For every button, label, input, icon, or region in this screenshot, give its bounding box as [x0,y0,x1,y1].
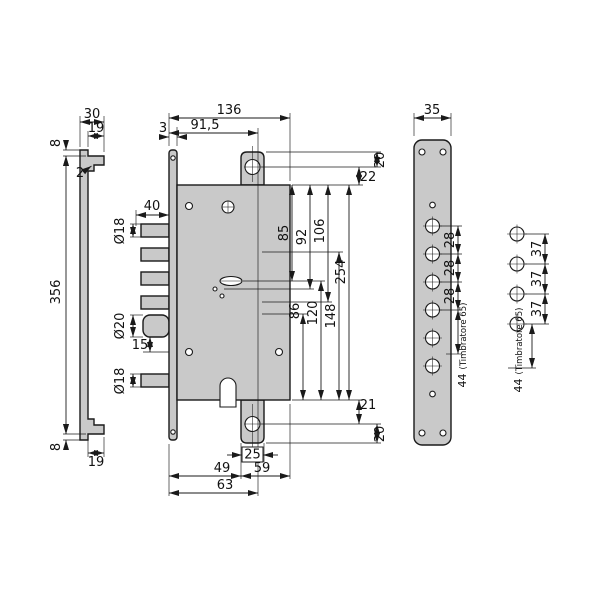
dim-tab-width-25: 25 [244,448,261,463]
dim-bolt-dia-bottom: Ø18 [113,368,128,395]
latch-pin [142,314,170,338]
case-screw-hole-bottom-left [184,347,194,357]
dim-15: 15 [132,338,149,353]
plate-screw-hole-br [439,429,447,437]
dim-side-edge-top: 8 [49,139,64,147]
dim-case-depth: 136 [217,103,242,118]
dim-side-lip-top: 19 [88,121,105,136]
dim-plate-pitch-3: 28 [443,288,458,305]
dim-254: 254 [334,260,349,285]
dim-106: 106 [313,219,328,244]
dim-63: 63 [217,478,234,493]
dim-plate-44-note: 44(Timbratore 65) [456,303,469,388]
pattern-centerlines [507,224,527,334]
dim-side-length: 356 [49,280,64,305]
case-screw-hole-top-left [184,201,194,211]
faceplate-plate [413,139,452,446]
faceplate-front [168,149,178,441]
lock-body-front-view: 136 91,5 3 40 Ø18 85 92 106 254 86 120 1… [113,103,388,496]
dim-92: 92 [295,229,310,246]
dim-pattern-pitch-2: 37 [530,271,545,288]
faceplate-screw-top [170,155,176,161]
dim-backset: 91,5 [191,118,220,133]
dim-59: 59 [254,461,271,476]
faceplate-hole-view: 35 28 28 28 44(Timbratore 65) [413,103,469,446]
plate-hole-centerlines [423,216,442,376]
dim-faceplate-thickness: 3 [159,121,167,136]
dim-side-width: 30 [84,107,101,122]
dim-pattern-pitch-1: 37 [530,241,545,258]
deadbolt-pin-bottom [140,373,170,388]
dim-86: 86 [288,303,303,320]
dim-120: 120 [306,301,321,326]
side-profile-view: 30 19 8 2 356 8 19 [49,107,105,470]
dim-49: 49 [214,461,231,476]
case-screw-hole-bottom-right [274,347,284,357]
case-pin-hole-2 [219,293,225,299]
plate-screw-hole-tr [439,148,447,156]
side-view-dimension-lines [63,119,104,456]
deadbolt-pin-4 [140,295,170,310]
plate-dimension-lines [414,115,461,354]
deadbolt-pin-2 [140,247,170,262]
dim-side-thickness: 2 [76,166,84,181]
dim-plate-width: 35 [424,103,441,118]
dim-pattern-pitch-3: 37 [530,301,545,318]
faceplate-screw-bottom [170,429,176,435]
faceplate-profile [79,149,105,441]
pattern-dimension-lines [529,234,548,368]
dim-bolt-dia-top: Ø18 [113,218,128,245]
plate-small-hole-top [429,201,436,209]
dim-follower-dia: Ø20 [113,313,128,340]
boxed-dimension-frame [241,446,264,463]
hole-pattern-detail-view: 37 37 37 44(Timbratore 65) [507,224,549,393]
dim-tab-top-20: 20 [373,152,388,169]
lock-case [176,184,291,401]
dim-148: 148 [324,304,339,329]
dim-plate-pitch-2: 28 [443,260,458,277]
dim-85: 85 [277,225,292,242]
dim-tab-bottom-21: 21 [360,398,377,413]
keyhole [219,377,237,408]
deadbolt-pin-3 [140,271,170,286]
dim-pattern-44-note: 44(Timbratore 65) [512,308,525,393]
front-view-dimension-lines [130,115,380,496]
front-view-extension-lines [130,113,381,496]
dim-bolt-throw: 40 [144,199,161,214]
dim-tab-bottom-20: 20 [373,426,388,443]
dim-plate-pitch-1: 28 [443,232,458,249]
case-pin-hole-1 [212,286,218,292]
deadbolt-pin-1 [140,223,170,238]
plate-screw-hole-bl [418,429,426,437]
plate-screw-hole-tl [418,148,426,156]
dim-tab-top-22: 22 [360,170,377,185]
plate-small-hole-bottom [429,390,436,398]
dim-side-lip-bottom: 19 [88,455,105,470]
dim-side-edge-bottom: 8 [49,443,64,451]
